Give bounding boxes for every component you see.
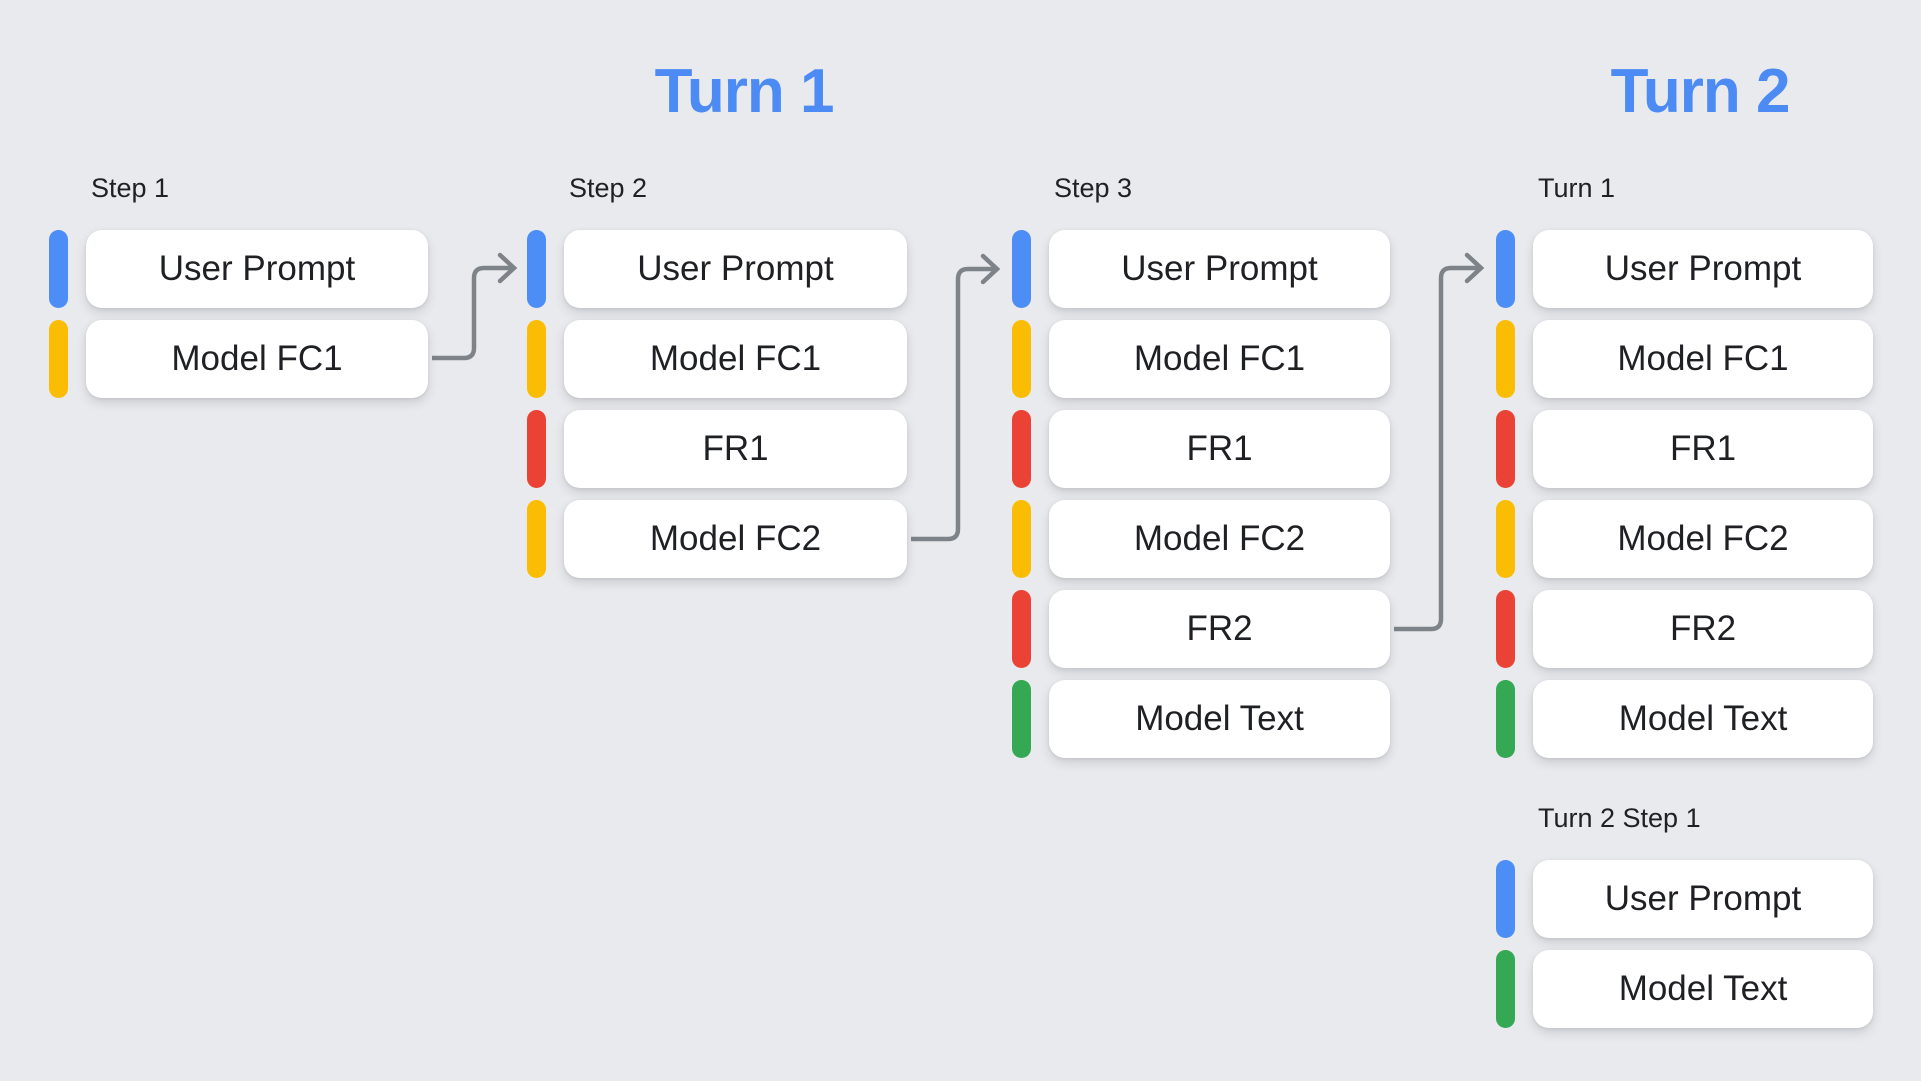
function-response-bar xyxy=(1496,590,1515,668)
column-label: Step 2 xyxy=(569,173,648,203)
model-function-call-bar xyxy=(49,320,68,398)
function-response-bar xyxy=(1012,410,1031,488)
content-card: User Prompt xyxy=(1533,860,1873,938)
content-card: Model Text xyxy=(1049,680,1390,758)
list-item: User Prompt xyxy=(49,230,428,308)
list-item: FR1 xyxy=(1496,410,1873,488)
content-card: User Prompt xyxy=(1049,230,1390,308)
user-prompt-bar xyxy=(1496,860,1515,938)
model-function-call-bar xyxy=(1012,500,1031,578)
content-card: Model FC1 xyxy=(1049,320,1390,398)
content-card: Model Text xyxy=(1533,950,1873,1028)
user-prompt-bar xyxy=(1496,230,1515,308)
list-item: Model FC1 xyxy=(527,320,907,398)
arrow-step1-to-step2 xyxy=(432,252,518,361)
content-card: FR1 xyxy=(1533,410,1873,488)
list-item: Model FC1 xyxy=(1496,320,1873,398)
content-card: Model Text xyxy=(1533,680,1873,758)
content-card: Model FC2 xyxy=(1533,500,1873,578)
list-item: Model FC1 xyxy=(1012,320,1390,398)
function-response-bar xyxy=(527,410,546,488)
list-item: User Prompt xyxy=(1496,860,1873,938)
function-response-bar xyxy=(1496,410,1515,488)
arrow-step3-to-turn1 xyxy=(1394,252,1485,632)
list-item: FR1 xyxy=(527,410,907,488)
turn-1-title: Turn 1 xyxy=(654,57,835,126)
list-item: Model FC2 xyxy=(1012,500,1390,578)
list-item: FR2 xyxy=(1496,590,1873,668)
list-item: Model Text xyxy=(1496,680,1873,758)
user-prompt-bar xyxy=(1012,230,1031,308)
list-item: Model FC2 xyxy=(527,500,907,578)
content-card: Model FC1 xyxy=(86,320,428,398)
content-card: User Prompt xyxy=(564,230,907,308)
list-item: User Prompt xyxy=(1496,230,1873,308)
model-function-call-bar xyxy=(1012,320,1031,398)
content-card: Model FC2 xyxy=(1049,500,1390,578)
list-item: FR2 xyxy=(1012,590,1390,668)
list-item: User Prompt xyxy=(1012,230,1390,308)
list-item: Model FC1 xyxy=(49,320,428,398)
content-card: Model FC2 xyxy=(564,500,907,578)
user-prompt-bar xyxy=(527,230,546,308)
list-item: Model FC2 xyxy=(1496,500,1873,578)
model-text-bar xyxy=(1496,950,1515,1028)
column-label: Step 1 xyxy=(91,173,170,203)
content-card: FR1 xyxy=(564,410,907,488)
content-card: User Prompt xyxy=(1533,230,1873,308)
column-label: Turn 2 Step 1 xyxy=(1538,803,1701,833)
user-prompt-bar xyxy=(49,230,68,308)
list-item: Model Text xyxy=(1496,950,1873,1028)
list-item: User Prompt xyxy=(527,230,907,308)
list-item: FR1 xyxy=(1012,410,1390,488)
function-response-bar xyxy=(1012,590,1031,668)
list-item: Model Text xyxy=(1012,680,1390,758)
model-text-bar xyxy=(1496,680,1515,758)
arrow-step2-to-step3 xyxy=(911,253,1001,542)
model-function-call-bar xyxy=(1496,320,1515,398)
model-function-call-bar xyxy=(1496,500,1515,578)
model-function-call-bar xyxy=(527,500,546,578)
column-label: Step 3 xyxy=(1054,173,1133,203)
turn-2-title: Turn 2 xyxy=(1610,57,1791,126)
content-card: FR2 xyxy=(1049,590,1390,668)
content-card: Model FC1 xyxy=(564,320,907,398)
content-card: Model FC1 xyxy=(1533,320,1873,398)
column-label: Turn 1 xyxy=(1538,173,1616,203)
model-function-call-bar xyxy=(527,320,546,398)
model-text-bar xyxy=(1012,680,1031,758)
content-card: User Prompt xyxy=(86,230,428,308)
content-card: FR1 xyxy=(1049,410,1390,488)
content-card: FR2 xyxy=(1533,590,1873,668)
